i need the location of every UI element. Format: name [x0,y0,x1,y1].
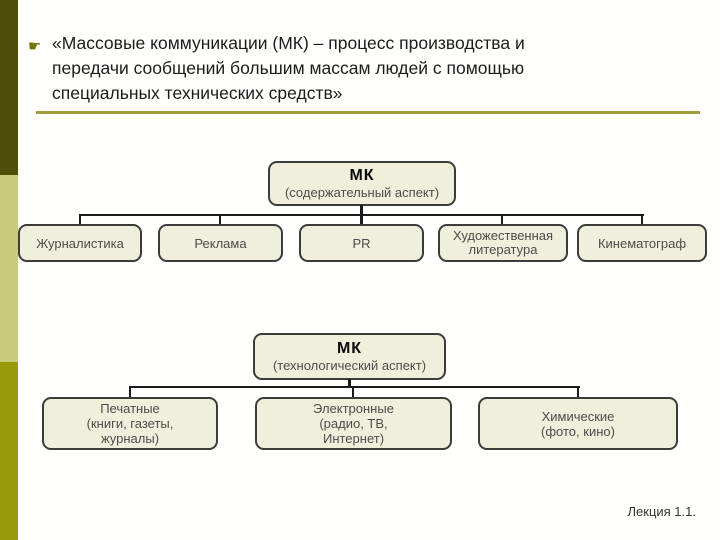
node-label: Журналистика [36,235,124,251]
title-line: «Массовые коммуникации (МК) – процесс пр… [52,33,525,53]
connector-line [577,386,579,398]
slide-title: «Массовые коммуникации (МК) – процесс пр… [52,31,652,106]
node-label: Реклама [194,235,247,251]
title-line: передачи сообщений большим массам людей … [52,58,525,78]
connector-line [79,214,81,225]
node-journalism: Журналистика [18,224,142,262]
title-underline [36,111,700,114]
connector-line [129,386,131,398]
root-node-title: МК [349,167,375,184]
node-electronic-media: Электронные (радио, ТВ, Интернет) [255,397,452,450]
node-cinematography: Кинематограф [577,224,707,262]
connector-line [501,214,503,225]
node-label: литература [468,242,538,257]
title-line: специальных технических средств» [52,83,343,103]
node-label: (книги, газеты, [86,416,174,431]
lecture-number: Лекция 1.1. [627,504,697,519]
connector-line [641,214,643,225]
connector-line [129,386,580,388]
accent-bar-segment-light [0,175,18,362]
connector-line [360,205,363,216]
accent-bar-segment-olive [0,362,18,540]
diagram-tech-root-node: МК (технологический аспект) [253,333,446,380]
diagram-content-root-node: МК (содержательный аспект) [268,161,456,206]
node-label: Интернет) [322,431,385,446]
node-label: (фото, кино) [541,423,615,439]
node-chemical-media: Химические (фото, кино) [478,397,678,450]
connector-line [219,214,221,225]
node-label: Химические [541,408,615,424]
node-label: Художественная [452,228,554,243]
root-node-title: МК [336,340,363,357]
connector-line [360,214,363,225]
node-label: PR [352,235,371,251]
node-label: Кинематограф [597,235,687,251]
connector-line [352,386,354,398]
root-node-subtitle: (технологический аспект) [272,358,427,373]
node-pr: PR [299,224,424,262]
accent-bar-segment-dark [0,0,18,175]
node-label: (радио, ТВ, [319,416,388,431]
node-label: Печатные [100,401,160,416]
pointing-hand-icon: ☛ [28,37,42,55]
node-fiction-literature: Художественная литература [438,224,568,262]
connector-line [348,379,351,388]
node-label: Электронные [313,401,394,416]
root-node-subtitle: (содержательный аспект) [284,185,440,200]
node-advertising: Реклама [158,224,283,262]
node-print-media: Печатные (книги, газеты, журналы) [42,397,218,450]
node-label: журналы) [100,431,160,446]
